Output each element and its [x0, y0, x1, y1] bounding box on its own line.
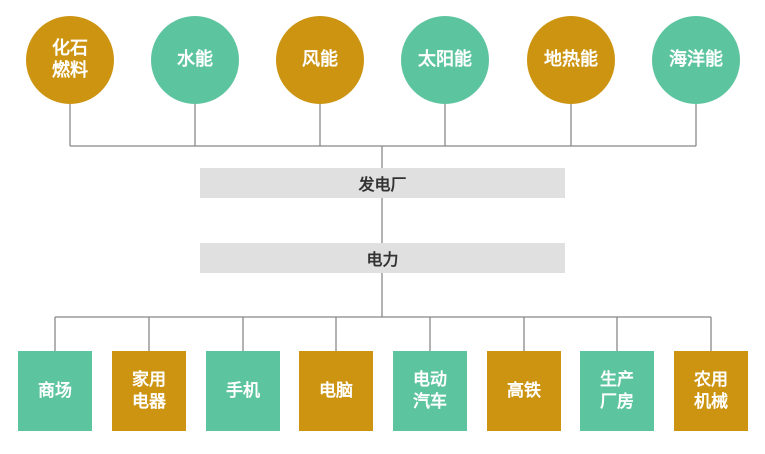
use-farm-machinery: 农用 机械	[674, 351, 748, 431]
use-electric-car: 电动 汽车	[393, 351, 467, 431]
source-solar: 太阳能	[401, 16, 489, 104]
use-high-speed-rail: 高铁	[487, 351, 561, 431]
electricity-bar: 电力	[200, 243, 565, 273]
use-factory: 生产 厂房	[580, 351, 654, 431]
source-hydro: 水能	[151, 16, 239, 104]
use-mall: 商场	[18, 351, 92, 431]
source-wind: 风能	[276, 16, 364, 104]
source-ocean: 海洋能	[652, 16, 740, 104]
use-computer: 电脑	[299, 351, 373, 431]
power-plant-bar: 发电厂	[200, 168, 565, 198]
use-home-appliances: 家用 电器	[112, 351, 186, 431]
source-geothermal: 地热能	[527, 16, 615, 104]
source-fossil-fuel: 化石 燃料	[26, 16, 114, 104]
use-phone: 手机	[206, 351, 280, 431]
